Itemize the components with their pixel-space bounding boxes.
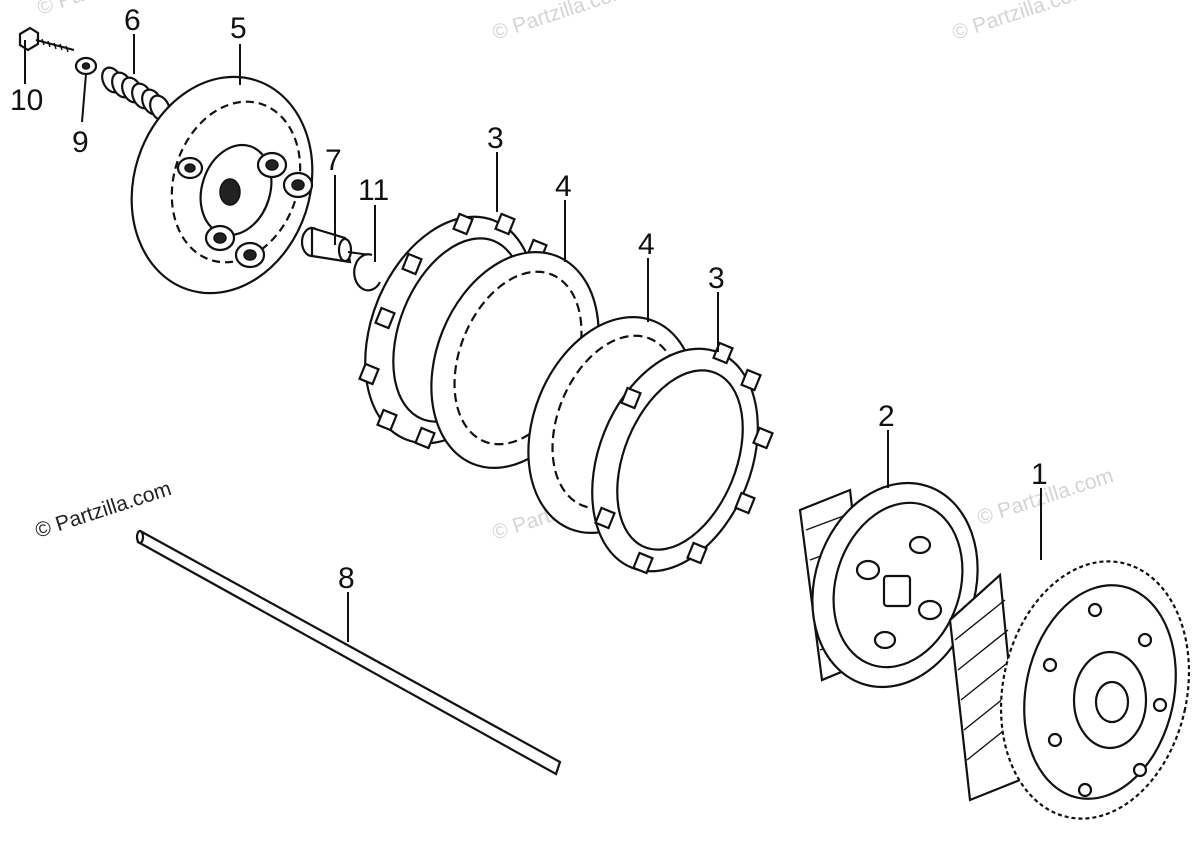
leader-lines xyxy=(24,34,1042,642)
callout-4-second: 4 xyxy=(638,228,655,261)
lifter-rod-icon xyxy=(135,529,562,776)
circlip-icon xyxy=(353,253,381,292)
watermark-top-left: © Partzilla.com xyxy=(34,0,176,20)
callout-9: 9 xyxy=(72,126,89,159)
washer-icon xyxy=(74,56,98,76)
callout-2: 2 xyxy=(878,400,895,433)
copyright-watermark: © Partzilla.com xyxy=(32,477,174,543)
callout-3-first: 3 xyxy=(487,122,504,155)
callout-3-second: 3 xyxy=(708,262,725,295)
callout-1: 1 xyxy=(1031,458,1048,491)
watermark-top-center: © Partzilla.com xyxy=(489,0,631,45)
watermark-top-right: © Partzilla.com xyxy=(949,0,1091,45)
callout-4-first: 4 xyxy=(555,170,572,203)
bolt-icon xyxy=(18,26,75,53)
callout-8: 8 xyxy=(338,562,355,595)
callout-10: 10 xyxy=(10,84,43,117)
pressure-plate-icon xyxy=(130,75,314,295)
lifter-piece-icon xyxy=(300,226,371,264)
clutch-center-hub-icon xyxy=(798,481,979,689)
callout-11: 11 xyxy=(358,174,389,207)
callout-6: 6 xyxy=(124,4,141,37)
callout-7: 7 xyxy=(325,144,342,177)
clutch-outer-gear-icon xyxy=(948,560,1191,820)
friction-disc-icon xyxy=(591,341,774,575)
callout-5: 5 xyxy=(230,12,247,45)
clutch-spring-icon xyxy=(101,66,171,122)
